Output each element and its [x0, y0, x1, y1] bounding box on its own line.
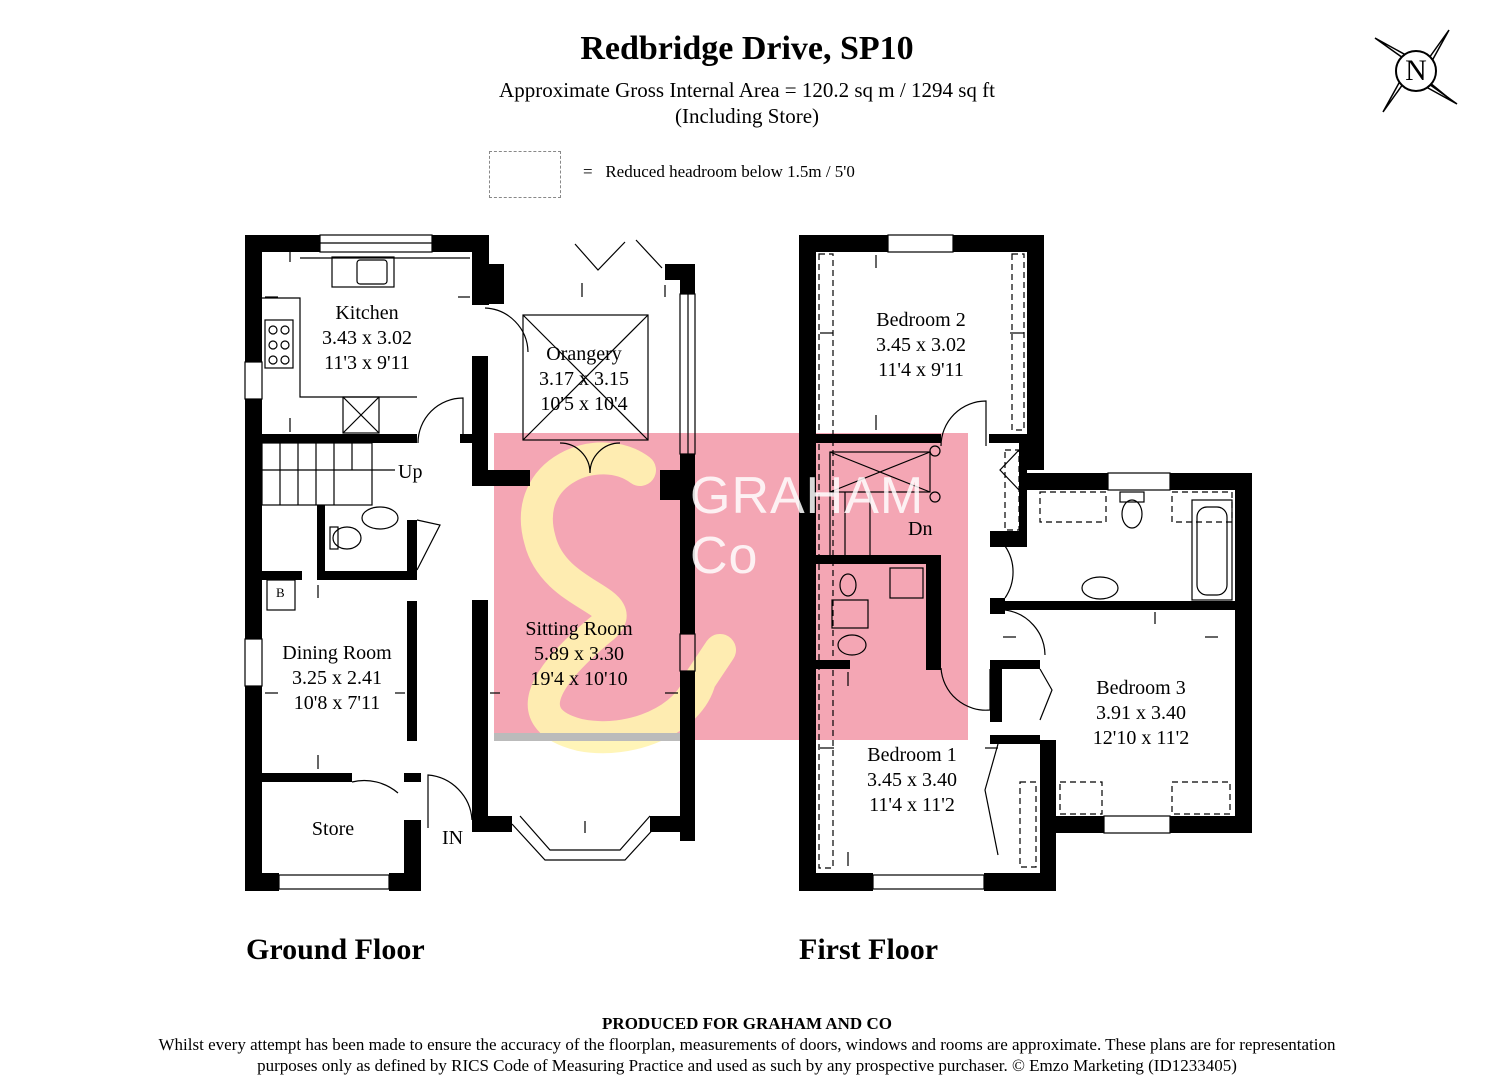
room-metric: 3.43 x 3.02	[322, 327, 412, 349]
room-imperial: 10'8 x 7'11	[293, 692, 381, 714]
room-store: Store	[312, 817, 354, 842]
stairs-down-label: Dn	[908, 518, 933, 540]
room-metric: 5.89 x 3.30	[534, 643, 624, 665]
room-bedroom-1: Bedroom 1 3.45 x 3.40 11'4 x 11'2	[867, 743, 957, 818]
ground-floor-label: Ground Floor	[246, 933, 425, 966]
entrance-label: IN	[442, 827, 464, 849]
boiler-label: B	[276, 585, 285, 600]
room-kitchen: Kitchen 3.43 x 3.02 11'3 x 9'11	[322, 301, 412, 376]
footer-disclaimer-line1: Whilst every attempt has been made to en…	[158, 1035, 1336, 1054]
room-name: Store	[311, 818, 355, 840]
area-subtitle: Approximate Gross Internal Area = 120.2 …	[499, 78, 995, 102]
room-name: Bedroom 2	[876, 309, 966, 331]
room-bedroom-3: Bedroom 3 3.91 x 3.40 12'10 x 11'2	[1093, 676, 1189, 751]
room-metric: 3.45 x 3.40	[867, 769, 957, 791]
legend-swatch	[489, 151, 561, 198]
legend-symbol: =	[583, 162, 593, 181]
room-bedroom-2: Bedroom 2 3.45 x 3.02 11'4 x 9'11	[876, 308, 966, 383]
room-dining-room: Dining Room 3.25 x 2.41 10'8 x 7'11	[282, 641, 391, 716]
room-name: Sitting Room	[525, 618, 633, 640]
room-imperial: 12'10 x 11'2	[1092, 727, 1190, 749]
room-name: Bedroom 1	[867, 744, 957, 766]
room-name: Bedroom 3	[1096, 677, 1186, 699]
legend-label: Reduced headroom below 1.5m / 5'0	[605, 162, 855, 181]
footer-disclaimer-line2: purposes only as defined by RICS Code of…	[257, 1056, 1237, 1075]
watermark-line2: Co	[690, 527, 759, 585]
stairs-up-label: Up	[398, 461, 423, 483]
room-sitting-room: Sitting Room 5.89 x 3.30 19'4 x 10'10	[525, 617, 632, 692]
page-title: Redbridge Drive, SP10	[580, 30, 914, 67]
watermark-line1: GRAHAM	[690, 467, 925, 525]
legend-text: = Reduced headroom below 1.5m / 5'0	[583, 162, 855, 182]
room-imperial: 11'3 x 9'11	[324, 352, 410, 374]
first-floor-label: First Floor	[799, 933, 939, 966]
room-metric: 3.25 x 2.41	[291, 667, 382, 689]
room-orangery: Orangery 3.17 x 3.15 10'5 x 10'4	[539, 342, 629, 417]
room-metric: 3.17 x 3.15	[539, 368, 629, 390]
compass-letter: N	[1405, 54, 1427, 87]
room-imperial: 10'5 x 10'4	[540, 393, 628, 415]
room-imperial: 11'4 x 9'11	[878, 359, 964, 381]
room-name: Kitchen	[335, 302, 399, 324]
room-imperial: 19'4 x 10'10	[530, 668, 628, 690]
room-imperial: 11'4 x 11'2	[869, 794, 955, 816]
room-metric: 3.91 x 3.40	[1096, 702, 1186, 724]
room-name: Dining Room	[282, 642, 392, 664]
room-metric: 3.45 x 3.02	[876, 334, 966, 356]
room-name: Orangery	[546, 343, 622, 365]
area-note: (Including Store)	[674, 104, 820, 128]
footer-produced: PRODUCED FOR GRAHAM AND CO	[602, 1014, 892, 1033]
